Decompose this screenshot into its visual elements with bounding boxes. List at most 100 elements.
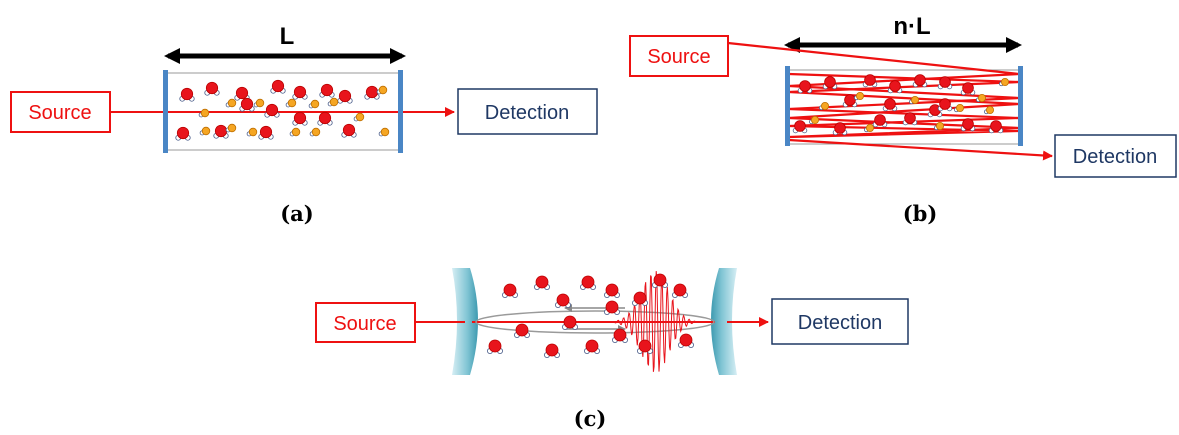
caption-c: (c) [574,406,607,431]
small-molecule [984,106,995,115]
small-molecule [285,98,297,108]
small-molecule [327,97,339,107]
detection-label-b: Detection [1073,146,1158,168]
panel-b: n·L Source Detection (b) [629,13,1177,226]
mirror-right-a [398,70,403,153]
water-molecule [960,82,976,96]
water-molecule [678,333,695,348]
small-molecule [909,96,920,105]
water-molecule [584,339,601,354]
length-label-a: L [280,23,295,50]
detection-label-a: Detection [485,102,570,124]
mirror-right-b [1018,66,1023,146]
small-molecule [976,94,987,103]
small-molecule [934,122,945,131]
water-molecule [862,74,878,88]
molecules-c [486,273,695,358]
water-molecule [637,339,654,354]
molecules-a [175,79,390,141]
length-arrowhead-right-a [390,48,406,64]
water-molecule [264,103,280,118]
detection-box-b [1054,134,1177,178]
water-molecule [882,98,898,112]
detection-box-c [771,298,909,345]
water-molecule [937,76,953,90]
small-molecule [199,126,211,136]
water-molecule [960,118,976,132]
panel-a: L Source Detection (a) [10,23,598,226]
small-molecule [246,127,258,137]
water-molecule [632,291,649,306]
water-molecule [822,76,838,90]
small-molecule [376,85,388,95]
water-molecule [337,89,353,104]
water-molecule [555,293,572,308]
water-molecule [270,79,286,94]
water-molecule [912,74,928,88]
small-molecule [819,102,830,111]
molecules-b [792,74,1010,136]
water-molecule [501,283,519,298]
water-molecule [175,126,191,141]
water-molecule [612,328,629,343]
water-molecule [514,323,531,338]
small-molecule [225,98,237,108]
water-molecule [672,283,689,298]
source-box-a [10,91,111,133]
small-molecule [289,127,301,137]
water-molecule [832,122,848,136]
small-molecule [308,99,320,109]
water-molecule [604,283,621,298]
water-molecule [292,85,308,100]
caption-a: (a) [280,201,313,226]
source-label-c: Source [333,313,396,335]
mirror-left-a [163,70,168,153]
small-molecule [809,116,820,125]
source-label-b: Source [647,46,710,68]
small-molecule [864,124,875,133]
panel-c: Source Detection (c) [315,268,909,431]
source-box-c [315,302,416,343]
cavity-mirror-right-c [711,268,737,375]
water-molecule [341,123,357,138]
small-molecule [198,108,210,118]
beam-out-b [788,138,1053,161]
water-molecule [887,80,903,94]
source-box-b [629,35,729,77]
water-molecule [486,339,503,354]
length-arrowhead-left-b [784,37,800,53]
small-molecule [353,112,365,122]
length-label-b: n·L [893,13,930,40]
length-arrowhead-left-a [164,48,180,64]
detection-box-a [457,88,598,135]
small-molecule [309,127,321,137]
light-pulse-c [609,271,700,372]
water-molecule [604,300,621,315]
small-molecule [954,104,965,113]
water-molecule [652,273,669,288]
water-molecule [792,120,808,134]
water-molecule [317,111,333,126]
water-molecule [580,275,597,290]
water-molecule [842,94,858,108]
water-molecule [204,81,220,96]
water-molecule [239,97,255,112]
water-molecule [292,111,308,126]
water-molecule [937,98,953,112]
small-molecule [225,123,237,133]
small-molecule [854,92,865,101]
mirror-left-b [785,66,790,146]
water-molecule [534,275,551,290]
small-molecule [999,78,1010,87]
cavity-mode-ellipse-c [475,310,715,334]
water-molecule [872,114,888,128]
water-molecule [797,80,813,94]
water-molecule [364,85,380,100]
small-molecule [378,127,390,137]
small-molecule [253,98,265,108]
water-molecule [179,87,195,102]
water-molecule [927,104,943,118]
source-label-a: Source [28,102,91,124]
water-molecule [213,124,229,139]
